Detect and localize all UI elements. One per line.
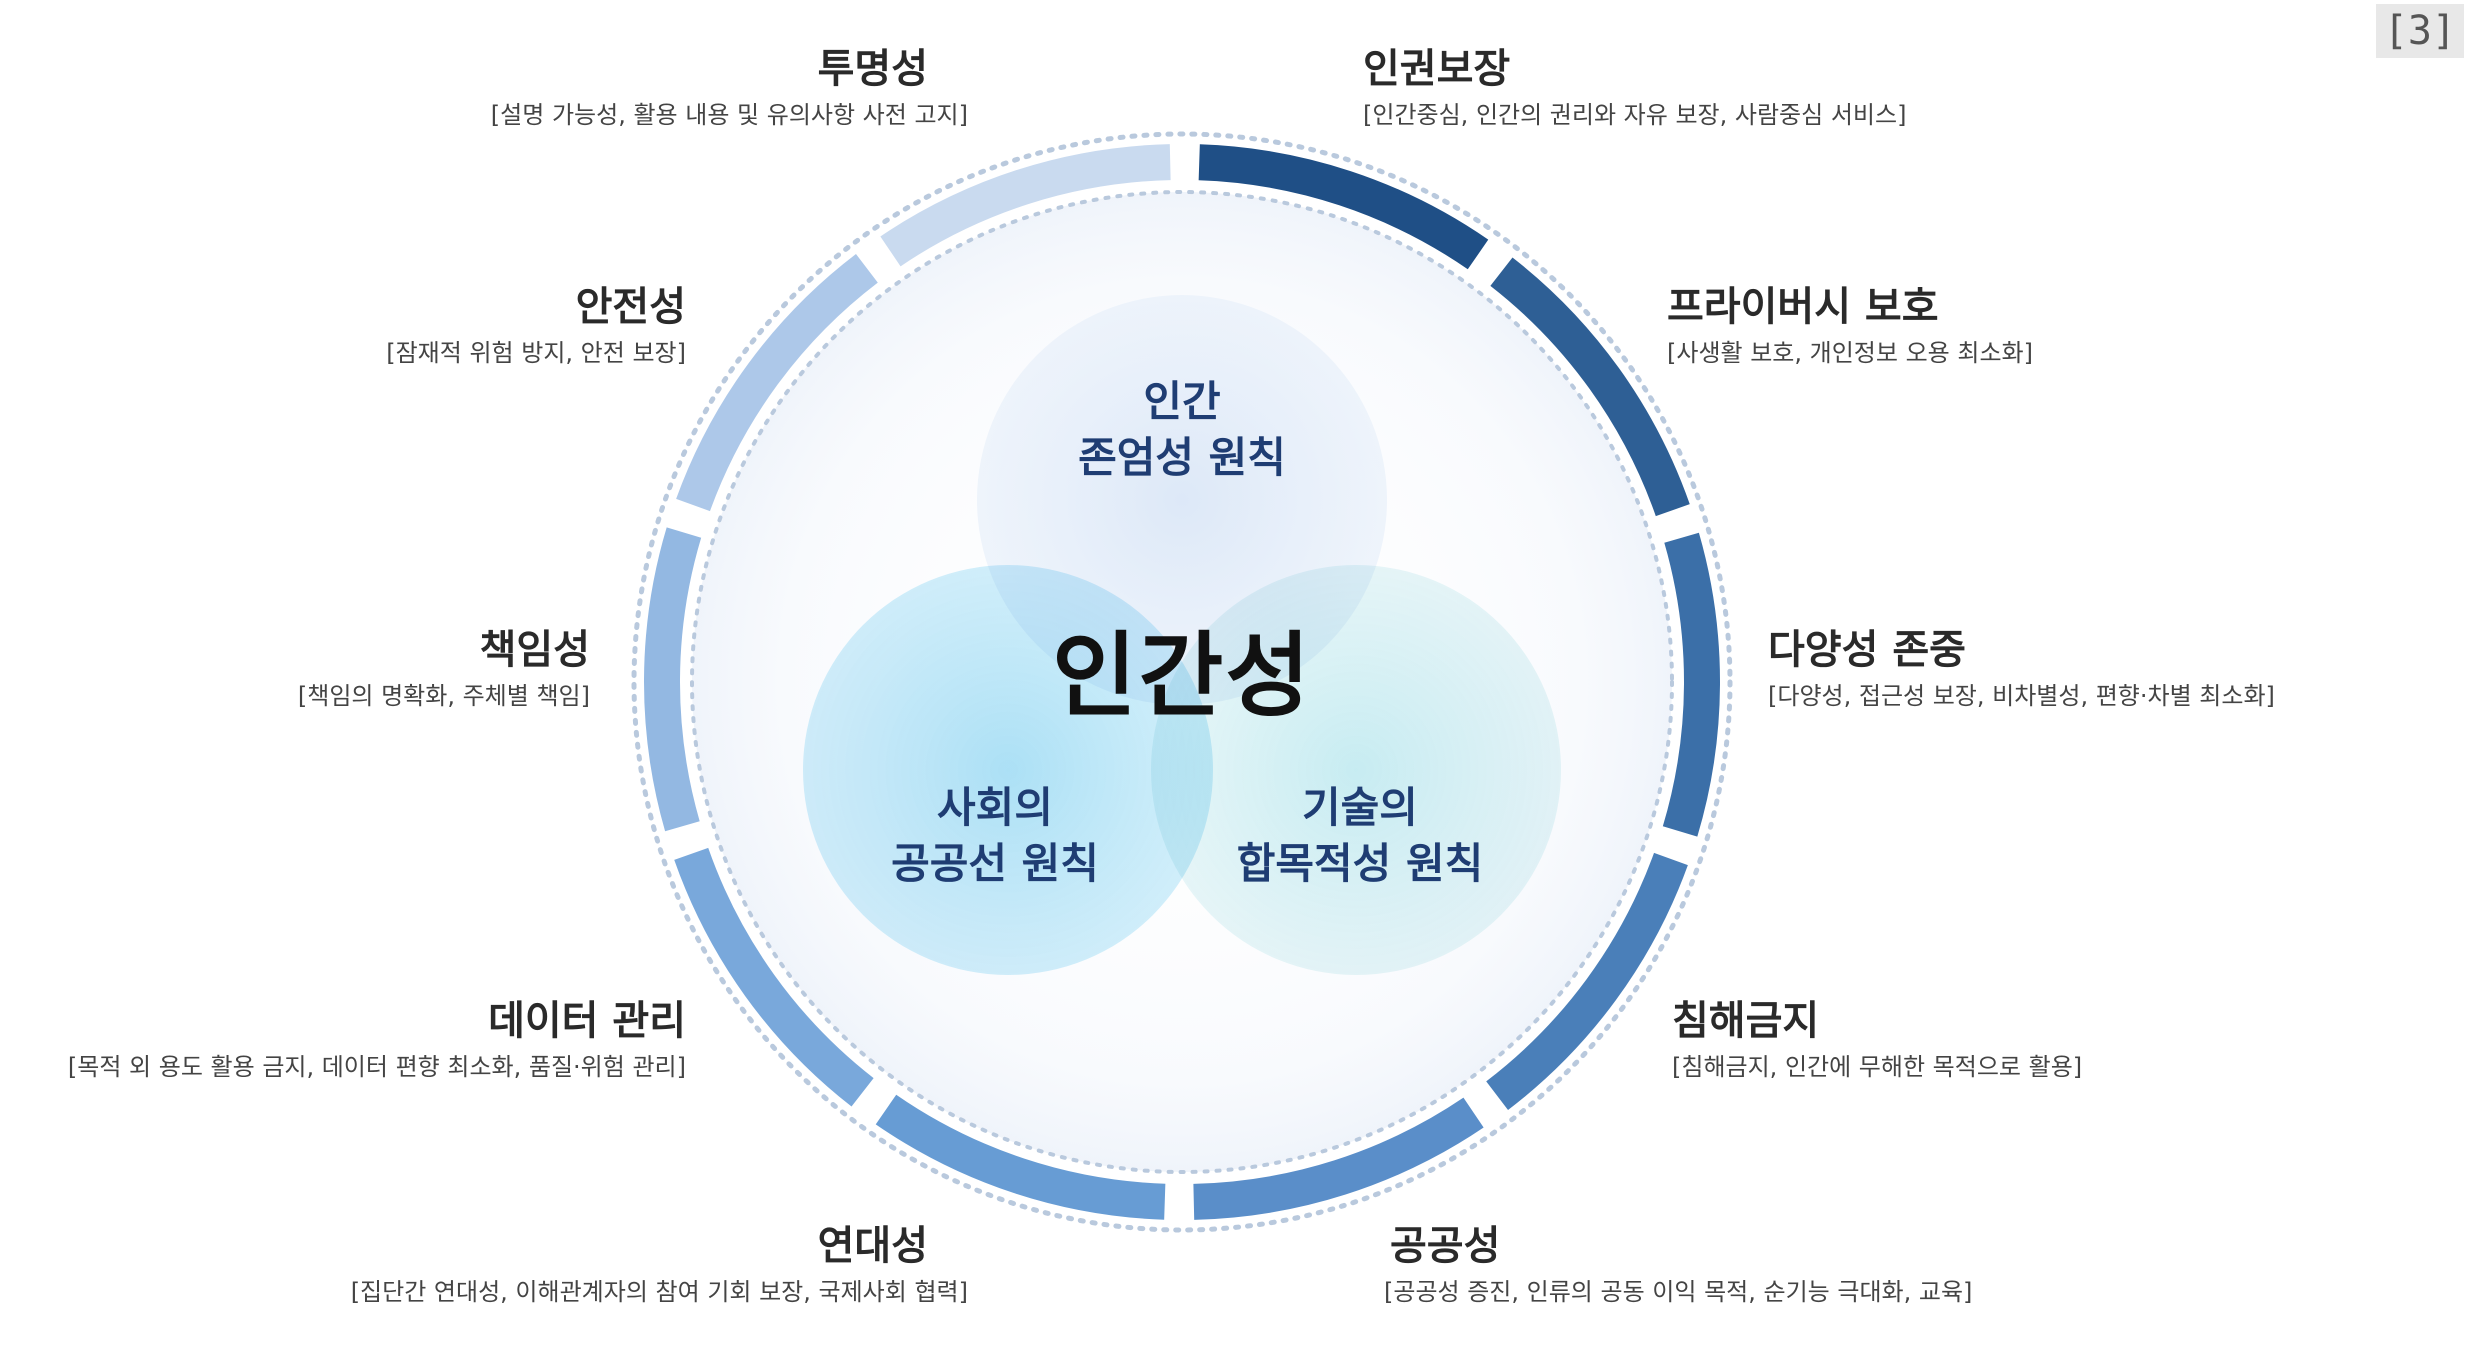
label-desc: [침해금지, 인간에 무해한 목적으로 활용] (1672, 1053, 2083, 1081)
label-solidarity: 연대성 [집단간 연대성, 이해관계자의 참여 기회 보장, 국제사회 협력] (351, 1222, 968, 1308)
ring-segment-4 (1486, 852, 1688, 1110)
label-privacy: 프라이버시 보호 [사생활 보호, 개인정보 오용 최소화] (1667, 283, 2033, 369)
label-title: 투명성 (817, 46, 928, 92)
label-title: 공공성 (1390, 1223, 1501, 1269)
circle-social-good (803, 565, 1213, 975)
label-title: 연대성 (817, 1223, 928, 1269)
label-transparency: 투명성 [설명 가능성, 활용 내용 및 유의사항 사전 고지] (491, 45, 968, 131)
label-title: 프라이버시 보호 (1667, 284, 1939, 330)
label-desc: [책임의 명확화, 주체별 책임] (297, 682, 590, 710)
ring-segment-8 (644, 527, 702, 832)
ring-segment-3 (1662, 532, 1720, 837)
circle-top-line1: 인간 (1143, 377, 1221, 426)
circle-tech-purpose (1151, 565, 1561, 975)
label-human-rights: 인권보장 [인간중심, 인간의 권리와 자유 보장, 사람중심 서비스] (1363, 45, 1906, 131)
label-desc: [잠재적 위험 방지, 안전 보장] (386, 339, 686, 367)
circle-right-line2: 합목적성 원칙 (1236, 839, 1484, 888)
ring-segment-9 (676, 254, 878, 512)
label-data-management: 데이터 관리 [목적 외 용도 활용 금지, 데이터 편향 최소화, 품질·위험… (68, 997, 686, 1083)
circle-left-line1: 사회의 (937, 783, 1053, 832)
label-title: 인권보장 (1363, 46, 1511, 92)
ring-segment-10 (880, 144, 1171, 267)
ring-segment-7 (674, 847, 874, 1107)
label-desc: [설명 가능성, 활용 내용 및 유의사항 사전 고지] (490, 101, 968, 129)
label-title: 침해금지 (1672, 998, 1820, 1044)
circle-right-line1: 기술의 (1302, 783, 1418, 832)
reference-badge: [3] (2375, 4, 2464, 58)
label-title: 데이터 관리 (488, 998, 686, 1044)
label-title: 안전성 (575, 284, 686, 330)
label-desc: [공공성 증진, 인류의 공동 이익 목적, 순기능 극대화, 교육] (1384, 1278, 1973, 1306)
label-title: 책임성 (479, 627, 590, 673)
ring-segment-2 (1490, 257, 1690, 517)
circle-left-line2: 공공선 원칙 (891, 839, 1099, 888)
label-publicness: 공공성 [공공성 증진, 인류의 공동 이익 목적, 순기능 극대화, 교육] (1384, 1222, 1972, 1308)
label-accountability: 책임성 [책임의 명확화, 주체별 책임] (298, 626, 590, 712)
label-desc: [목적 외 용도 활용 금지, 데이터 편향 최소화, 품질·위험 관리] (67, 1053, 686, 1081)
outer-dotted-circle (631, 131, 1733, 1233)
label-diversity: 다양성 존중 [다양성, 접근성 보장, 비차별성, 편향·차별 최소화] (1768, 626, 2275, 712)
circle-top-label: 인간 존엄성 원칙 (1078, 374, 1286, 486)
circle-top-line2: 존엄성 원칙 (1078, 433, 1286, 482)
label-desc: [인간중심, 인간의 권리와 자유 보장, 사람중심 서비스] (1363, 101, 1907, 129)
label-safety: 안전성 [잠재적 위험 방지, 안전 보장] (386, 283, 686, 369)
label-desc: [사생활 보호, 개인정보 오용 최소화] (1667, 339, 2033, 367)
core-title: 인간성 (1052, 622, 1312, 730)
label-desc: [다양성, 접근성 보장, 비차별성, 편향·차별 최소화] (1768, 682, 2275, 710)
circle-left-label: 사회의 공공선 원칙 (891, 780, 1099, 892)
circle-right-label: 기술의 합목적성 원칙 (1237, 780, 1483, 892)
ring-segment-5 (1193, 1097, 1484, 1220)
label-title: 다양성 존중 (1768, 627, 1966, 673)
ring-segment-6 (875, 1094, 1166, 1220)
ring-segment-1 (1198, 144, 1489, 270)
label-desc: [집단간 연대성, 이해관계자의 참여 기회 보장, 국제사회 협력] (350, 1278, 968, 1306)
label-no-harm: 침해금지 [침해금지, 인간에 무해한 목적으로 활용] (1672, 997, 2082, 1083)
principle-segments (644, 144, 1720, 1220)
